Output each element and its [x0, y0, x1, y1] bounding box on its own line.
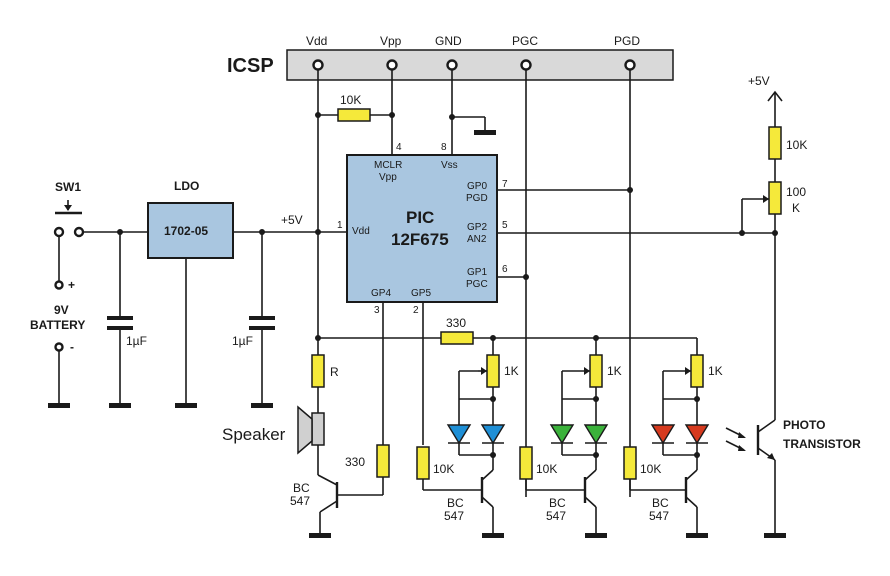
icsp-pin-vpp: Vpp — [380, 34, 402, 48]
pin-num-7: 7 — [502, 179, 508, 190]
pin-pgc: PGC — [466, 279, 488, 290]
icsp-pin-vpp-pad — [386, 59, 398, 71]
pin-num-6: 6 — [502, 264, 508, 275]
resistor-base-2 — [519, 446, 533, 480]
resistor-base-1 — [416, 446, 430, 480]
speaker-label: Speaker — [222, 425, 286, 444]
pin-an2: AN2 — [467, 234, 487, 245]
pot-2-label: 1K — [607, 364, 622, 378]
q3-part: 547 — [546, 509, 566, 523]
pin-num-1: 1 — [337, 220, 343, 231]
q4-part: 547 — [649, 509, 669, 523]
resistor-led-330-label: 330 — [446, 316, 466, 330]
resistor-led-330 — [440, 331, 474, 345]
icsp-pin-pgc-pad — [520, 59, 532, 71]
icsp-pin-pgd-pad — [624, 59, 636, 71]
led-green-2 — [583, 424, 609, 445]
battery-label: BATTERY — [30, 318, 85, 332]
switch-label: SW1 — [55, 180, 81, 194]
q2-part: 547 — [444, 509, 464, 523]
resistor-base-speaker — [376, 444, 390, 478]
cap2-label: 1µF — [232, 334, 253, 348]
icsp-pin-gnd: GND — [435, 34, 462, 48]
led-red-1 — [650, 424, 676, 445]
battery-label-9v: 9V — [54, 303, 69, 317]
ldo-box — [147, 202, 234, 259]
pin-num-5: 5 — [502, 220, 508, 231]
icsp-pin-gnd-pad — [446, 59, 458, 71]
speaker-cone — [297, 405, 313, 455]
ground-icsp — [474, 130, 496, 135]
resistor-mclr-label: 10K — [340, 93, 361, 107]
icsp-pin-pgd: PGD — [614, 34, 640, 48]
pot-1-label: 1K — [504, 364, 519, 378]
pot-2 — [589, 354, 603, 388]
rail-5v: +5V — [281, 213, 303, 227]
resistor-base-3-label: 10K — [640, 462, 661, 476]
pot-100k-label: 100 — [786, 185, 806, 199]
icsp-title: ICSP — [227, 55, 274, 77]
resistor-base-2-label: 10K — [536, 462, 557, 476]
pin-gp0: GP0 — [467, 181, 487, 192]
battery-plus: + — [68, 278, 75, 292]
led-blue-1 — [446, 424, 472, 445]
icsp-pin-pgc: PGC — [512, 34, 538, 48]
battery-plus-terminal — [54, 280, 64, 290]
resistor-base-3 — [623, 446, 637, 480]
resistor-base-1-label: 10K — [433, 462, 454, 476]
pic-part: 12F675 — [391, 230, 449, 249]
resistor-top-10k-label: 10K — [786, 138, 807, 152]
pin-gp1: GP1 — [467, 267, 487, 278]
pot-3 — [690, 354, 704, 388]
icsp-pin-vdd-pad — [312, 59, 324, 71]
led-blue-2 — [480, 424, 506, 445]
pin-gp4: GP4 — [371, 288, 391, 299]
pin-mclr: MCLR — [374, 160, 402, 171]
pin-vdd: Vdd — [352, 226, 370, 237]
pot-1 — [486, 354, 500, 388]
pin-vss: Vss — [441, 160, 458, 171]
q2-label: BC — [447, 496, 464, 510]
rail-5v-right: +5V — [748, 74, 770, 88]
ldo-label: LDO — [174, 179, 199, 193]
cap1-label: 1µF — [126, 334, 147, 348]
led-group-green: 1K 10K BC 547 — [519, 338, 622, 538]
led-group-blue: 1K 10K BC 547 — [416, 338, 519, 538]
q3-label: BC — [549, 496, 566, 510]
pin-vpp: Vpp — [379, 172, 397, 183]
led-red-2 — [684, 424, 710, 445]
speaker-body — [311, 412, 325, 446]
icsp-pin-vdd: Vdd — [306, 34, 327, 48]
photo-label-2: TRANSISTOR — [783, 437, 861, 451]
led-green-1 — [549, 424, 575, 445]
led-group-red: 1K 10K BC 547 — [623, 338, 723, 538]
pot-100k-unit: K — [792, 201, 800, 215]
pic-name: PIC — [406, 208, 434, 227]
pin-num-4: 4 — [396, 142, 402, 153]
pin-gp5: GP5 — [411, 288, 431, 299]
pin-num-2: 2 — [413, 305, 419, 316]
q1-label: BC — [293, 481, 310, 495]
icsp-header-bar — [286, 49, 674, 81]
pin-pgd: PGD — [466, 193, 488, 204]
pin-num-3: 3 — [374, 305, 380, 316]
pot-3-label: 1K — [708, 364, 723, 378]
resistor-speaker-label: R — [330, 365, 339, 379]
resistor-speaker — [311, 354, 325, 388]
pin-gp2: GP2 — [467, 222, 487, 233]
battery-minus: - — [70, 340, 74, 354]
ldo-part: 1702-05 — [164, 224, 208, 238]
pot-100k — [768, 181, 782, 215]
q1-part: 547 — [290, 494, 310, 508]
resistor-base-speaker-label: 330 — [345, 455, 365, 469]
pic-chip — [346, 154, 498, 303]
q4-label: BC — [652, 496, 669, 510]
battery-minus-terminal — [54, 342, 64, 352]
resistor-top-10k — [768, 126, 782, 160]
resistor-mclr — [337, 108, 371, 122]
photo-label: PHOTO — [783, 418, 825, 432]
pin-num-8: 8 — [441, 142, 447, 153]
